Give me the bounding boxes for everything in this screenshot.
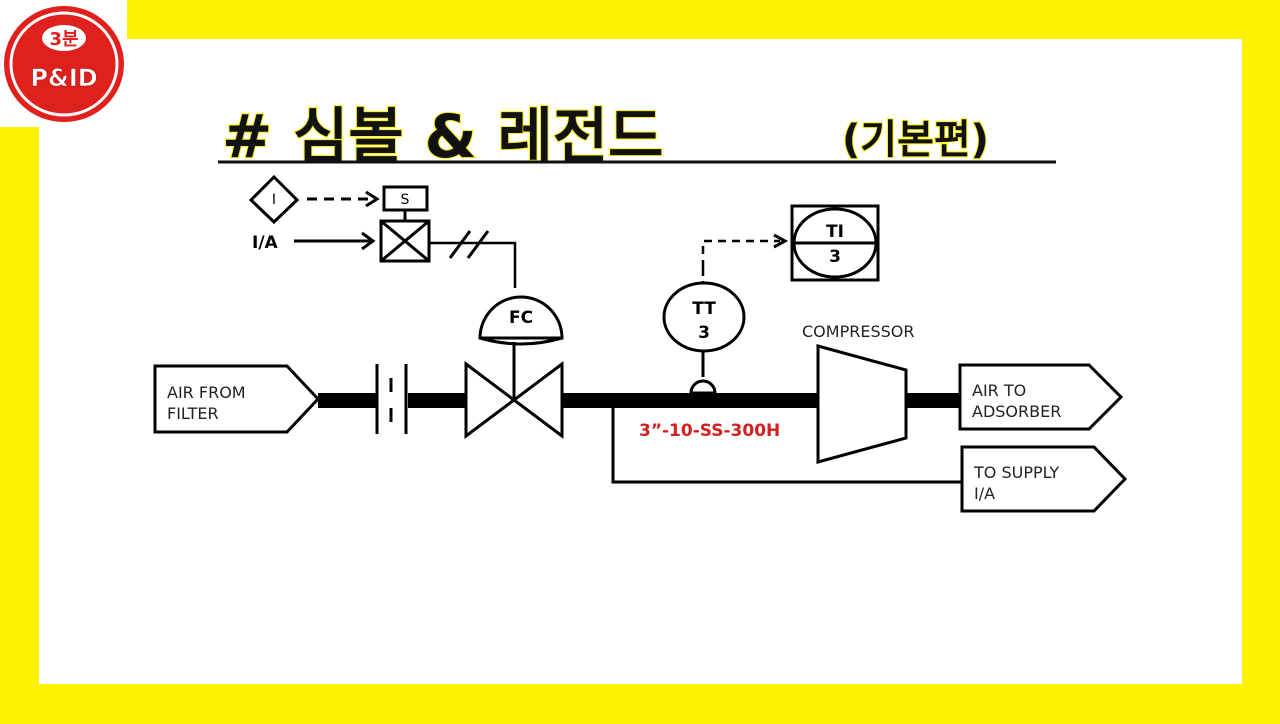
outlet1-label-line2: ADSORBER xyxy=(972,402,1061,421)
inlet-label-line1: AIR FROM xyxy=(167,383,246,402)
offpage-inlet: AIR FROM FILTER xyxy=(153,364,321,434)
solenoid-label: S xyxy=(401,192,410,208)
tt-tag: TT xyxy=(692,299,716,319)
process-line xyxy=(408,393,466,408)
orifice-plate xyxy=(375,364,408,434)
process-line xyxy=(906,393,960,408)
fc-actuator: FC xyxy=(478,295,564,398)
line-spec-label: 3”-10-SS-300H xyxy=(639,421,780,441)
arrowhead-icon xyxy=(773,233,789,249)
process-line xyxy=(562,393,818,408)
branch-line xyxy=(611,408,962,484)
arrowhead-icon xyxy=(365,190,380,208)
pneumatic-hatch xyxy=(448,230,472,259)
compressor-symbol: COMPRESSOR xyxy=(802,322,914,464)
instrument-air-label: I/A xyxy=(252,233,279,253)
ti-indicator: TI 3 xyxy=(790,204,880,282)
logo-badge: 3분 P&ID xyxy=(4,6,124,122)
solenoid-box: S xyxy=(382,185,429,222)
compressor-label: COMPRESSOR xyxy=(802,322,914,341)
interlock-label: I xyxy=(272,192,276,208)
interlock-symbol: I xyxy=(248,174,300,225)
logo-top-text: 3분 xyxy=(49,29,78,50)
tt-transmitter: TT 3 xyxy=(662,233,789,395)
title-group: # 심볼 & 레전드 (기본편) xyxy=(218,101,1056,173)
fc-label: FC xyxy=(509,308,533,328)
logo-bottom-text: P&ID xyxy=(30,64,97,92)
tt-number: 3 xyxy=(698,323,710,343)
white-panel xyxy=(39,39,1242,684)
arrowhead-icon xyxy=(361,231,376,251)
process-line xyxy=(318,393,376,408)
pneumatic-signal-line xyxy=(429,241,517,288)
offpage-outlet-adsorber: AIR TO ADSORBER xyxy=(958,363,1124,431)
inlet-label-line2: FILTER xyxy=(167,404,219,423)
outlet1-label-line1: AIR TO xyxy=(972,381,1026,400)
offpage-outlet-supply: TO SUPPLY I/A xyxy=(960,445,1128,513)
pneumatic-hatch xyxy=(466,230,490,259)
control-valve xyxy=(464,361,564,439)
ti-tag: TI xyxy=(826,222,844,242)
thermowell-icon xyxy=(689,379,717,395)
solenoid-valve xyxy=(379,219,431,263)
outlet2-label-line2: I/A xyxy=(974,484,995,503)
page-subtitle: (기본편) xyxy=(842,117,989,163)
ti-number: 3 xyxy=(829,247,841,267)
outlet2-label-line1: TO SUPPLY xyxy=(973,463,1059,482)
